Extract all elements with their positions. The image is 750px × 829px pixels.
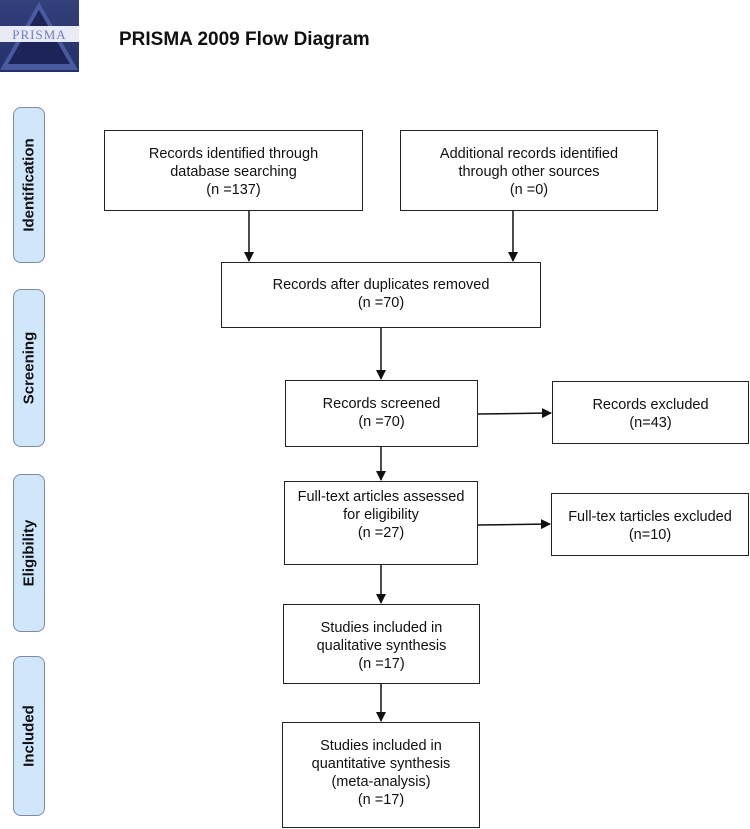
box-database-search-text: Records identified through database sear… <box>148 146 319 198</box>
box-duplicates-removed-text: Records after duplicates removed (n =70) <box>272 277 490 311</box>
box-records-screened: Records screened (n =70) <box>285 380 478 447</box>
stage-eligibility: Eligibility <box>13 474 45 632</box>
stage-included: Included <box>13 656 45 816</box>
box-fulltext-assessed: Full-text articles assessed for eligibil… <box>284 481 478 565</box>
stage-identification: Identification <box>13 107 45 263</box>
box-records-excluded: Records excluded (n=43) <box>552 381 749 444</box>
box-records-screened-text: Records screened (n =70) <box>322 396 441 430</box>
box-database-search: Records identified through database sear… <box>104 130 363 211</box>
box-other-sources: Additional records identified through ot… <box>400 130 658 211</box>
box-quantitative-synthesis: Studies included in quantitative synthes… <box>282 722 480 828</box>
box-qualitative-synthesis: Studies included in qualitative synthesi… <box>283 604 480 684</box>
box-duplicates-removed: Records after duplicates removed (n =70) <box>221 262 541 328</box>
arrow-screened-to-excluded <box>477 408 552 419</box>
logo-text: PRISMA <box>12 27 67 42</box>
box-qualitative-synthesis-text: Studies included in qualitative synthesi… <box>316 620 447 672</box>
box-fulltext-assessed-text: Full-text articles assessed for eligibil… <box>297 489 465 541</box>
box-fulltext-excluded-text: Full-tex tarticles excluded (n=10) <box>568 509 732 543</box>
box-fulltext-excluded: Full-tex tarticles excluded (n=10) <box>551 493 749 556</box>
prisma-logo: PRISMA <box>0 0 79 72</box>
arrow-fulltext-to-excluded <box>477 519 551 530</box>
stage-screening: Screening <box>13 289 45 447</box>
page-title: PRISMA 2009 Flow Diagram <box>119 29 370 50</box>
box-quantitative-synthesis-text: Studies included in quantitative synthes… <box>311 738 451 808</box>
box-records-excluded-text: Records excluded (n=43) <box>592 397 709 431</box>
box-other-sources-text: Additional records identified through ot… <box>439 146 619 198</box>
